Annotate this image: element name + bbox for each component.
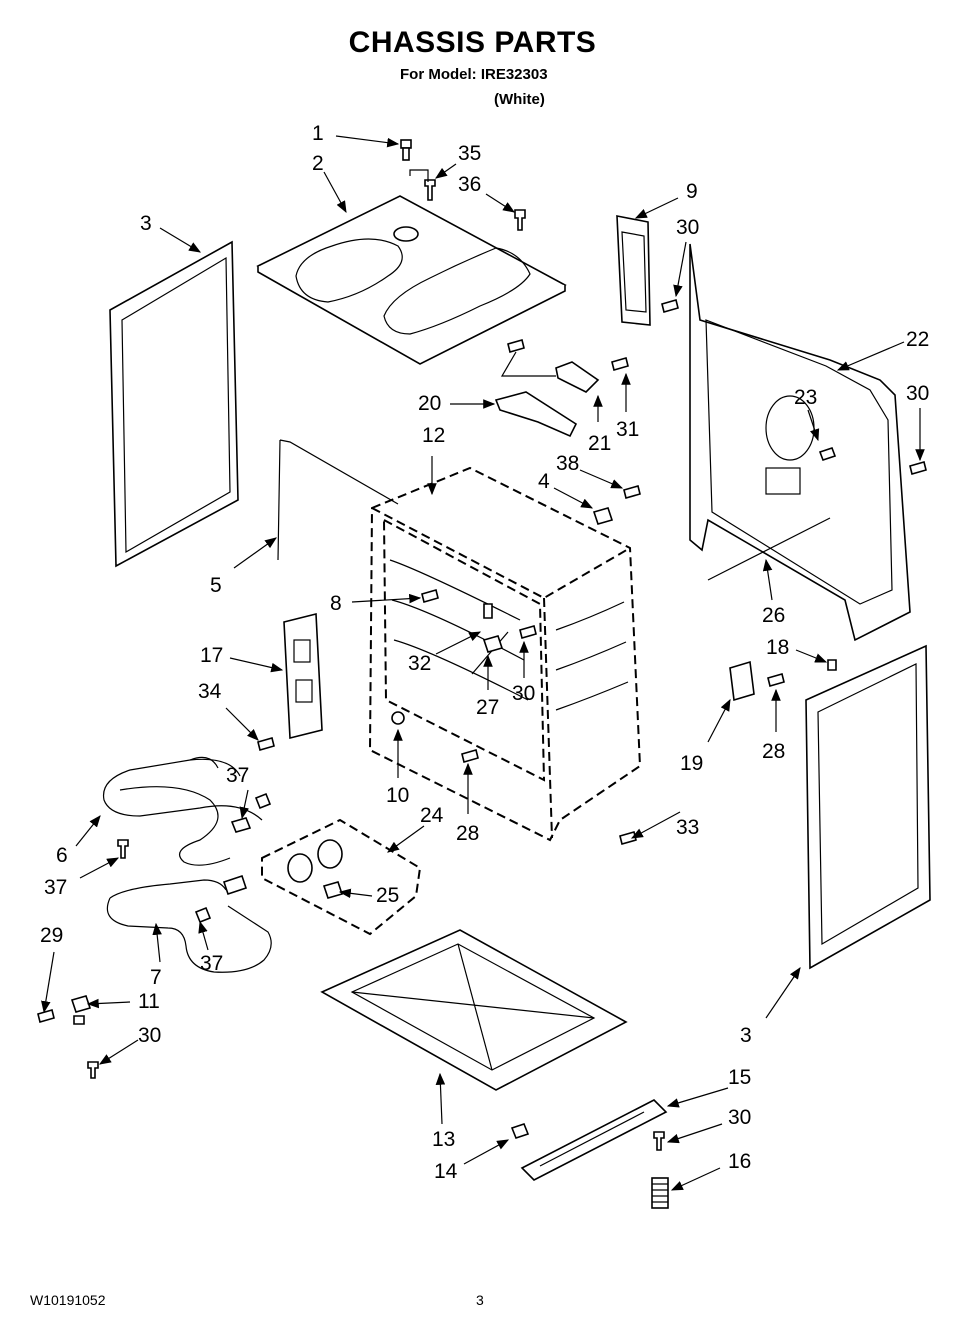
page-number: 3 [476, 1292, 484, 1308]
rear-panel [689, 243, 911, 642]
oven-cavity [368, 466, 642, 842]
broil-element [106, 874, 272, 973]
callout-10: 10 [386, 784, 409, 807]
callout-14: 14 [434, 1160, 458, 1183]
control-bracket [283, 612, 323, 740]
callout-9: 9 [686, 180, 698, 203]
clip-part [592, 485, 641, 525]
callout-26: 26 [762, 604, 785, 627]
callout-6: 6 [56, 844, 68, 867]
screw-part [661, 299, 679, 313]
callout-38: 38 [556, 452, 579, 475]
color-label: (White) [494, 91, 545, 108]
callout-15: 15 [728, 1066, 751, 1089]
callout-29: 29 [40, 924, 63, 947]
callout-3: 3 [740, 1024, 752, 1047]
callout-5: 5 [210, 574, 222, 597]
callout-22: 22 [906, 328, 929, 351]
callout-21: 21 [588, 432, 611, 455]
callout-18: 18 [766, 636, 789, 659]
terminal-block [494, 339, 629, 438]
callout-23: 23 [794, 386, 817, 409]
callout-30: 30 [728, 1106, 751, 1129]
rear-bracket [616, 215, 651, 326]
callout-37: 37 [226, 764, 249, 787]
callout-7: 7 [150, 966, 162, 989]
model-label: For Model: IRE32303 [400, 66, 548, 83]
callout-2: 2 [312, 152, 324, 175]
callout-3: 3 [140, 212, 152, 235]
callout-28: 28 [456, 822, 479, 845]
clip-part [510, 1123, 530, 1139]
leveling-rail [520, 1099, 668, 1181]
top-panel [256, 195, 567, 365]
callout-30: 30 [138, 1024, 161, 1047]
callout-19: 19 [680, 752, 703, 775]
screw-part [257, 737, 275, 751]
callout-20: 20 [418, 392, 441, 415]
screw-part [424, 179, 526, 231]
callout-8: 8 [330, 592, 342, 615]
callout-33: 33 [676, 816, 699, 839]
leveling-leg [651, 1131, 669, 1209]
callout-11: 11 [138, 990, 160, 1013]
callout-31: 31 [616, 418, 639, 441]
knob-kit [261, 818, 422, 936]
wire-part [277, 439, 399, 561]
callout-1: 1 [312, 122, 324, 145]
callout-13: 13 [432, 1128, 455, 1151]
sensor-part [421, 589, 537, 675]
callout-37: 37 [200, 952, 223, 975]
callout-12: 12 [422, 424, 445, 447]
callout-25: 25 [376, 884, 399, 907]
callout-30: 30 [676, 216, 699, 239]
callout-35: 35 [458, 142, 481, 165]
callout-28: 28 [762, 740, 785, 763]
callout-30: 30 [906, 382, 929, 405]
callout-4: 4 [538, 470, 550, 493]
screw-part [117, 839, 212, 924]
callout-16: 16 [728, 1150, 751, 1173]
storage-drawer [320, 929, 628, 1091]
callout-36: 36 [458, 173, 481, 196]
hinge-part [729, 659, 837, 702]
callout-30: 30 [512, 682, 535, 705]
callout-17: 17 [200, 644, 223, 667]
callout-27: 27 [476, 696, 499, 719]
callout-32: 32 [408, 652, 431, 675]
callout-24: 24 [420, 804, 444, 827]
side-panel-right [805, 644, 931, 970]
bolt-part [400, 139, 412, 161]
side-panel-left [109, 240, 239, 568]
anti-tip-part [37, 995, 99, 1079]
document-number: W10191052 [30, 1292, 106, 1308]
callout-34: 34 [198, 680, 222, 703]
page-title: CHASSIS PARTS [348, 26, 597, 59]
callout-labels: 1 2 35 36 3 9 30 22 30 23 20 31 21 12 38… [40, 122, 929, 1183]
callout-37: 37 [44, 876, 67, 899]
leader-lines [41, 135, 925, 1191]
screw-part [909, 461, 927, 475]
